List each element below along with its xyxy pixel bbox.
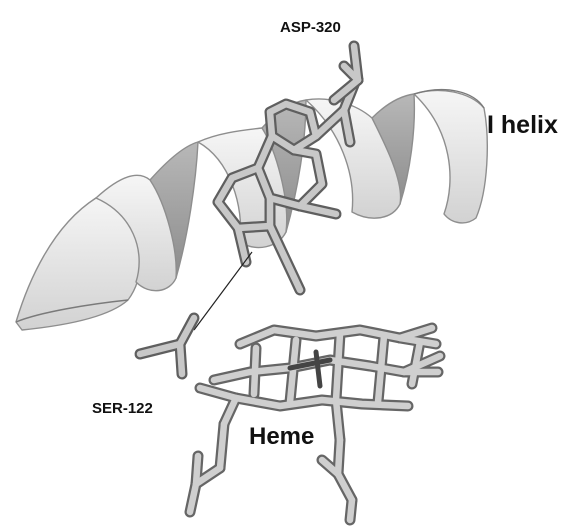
heme-group	[190, 328, 440, 520]
label-heme: Heme	[249, 425, 314, 449]
distance-line	[194, 252, 252, 330]
helix-front-strand	[414, 90, 487, 222]
label-ser-122: SER-122	[92, 401, 153, 416]
label-asp-320: ASP-320	[280, 20, 341, 35]
label-i-helix: I helix	[487, 113, 558, 138]
ser-122-side-chain	[140, 318, 194, 374]
i-helix-ribbon	[16, 90, 487, 330]
